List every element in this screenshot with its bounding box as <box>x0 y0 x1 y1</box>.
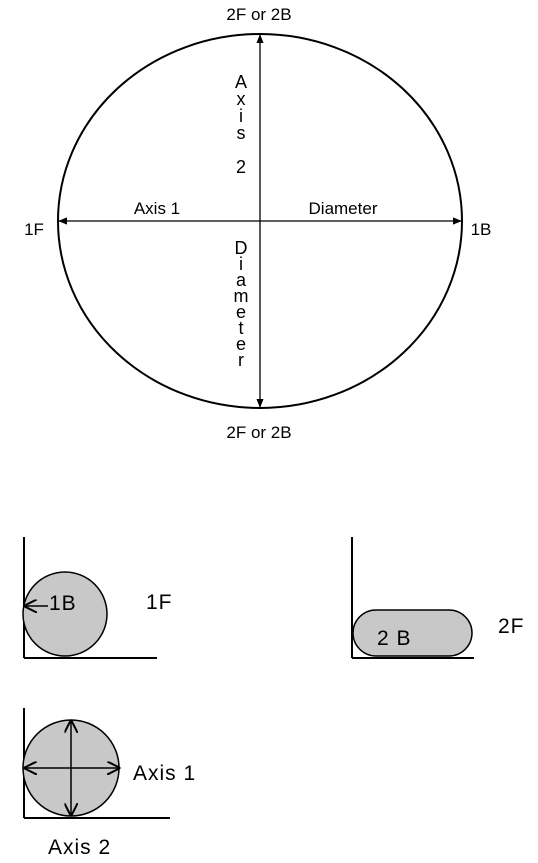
diameter-vertical-char: m <box>234 286 249 306</box>
top-label: 2F or 2B <box>226 5 291 24</box>
bottom-label: 2F or 2B <box>226 423 291 442</box>
diameter-vertical-label: Diameter <box>234 238 249 370</box>
panel-1F: 1B 1F <box>22 537 173 659</box>
panel-2F-inner-label: 2 B <box>377 627 412 650</box>
axis2-vertical-char: i <box>239 106 243 126</box>
panel-axes-axis1-label: Axis 1 <box>133 762 196 785</box>
panel-2F-capsule <box>352 609 473 657</box>
panel-1F-circle <box>22 571 108 657</box>
diameter-horizontal-label: Diameter <box>309 199 378 218</box>
diameter-vertical-char: D <box>235 238 248 258</box>
diameter-vertical-char: a <box>236 270 247 290</box>
ellipse-diagram: 2F or 2B 2F or 2B 1F 1B Axis 1 Diameter … <box>24 5 491 442</box>
axis2-vertical-char: A <box>235 72 247 92</box>
right-label: 1B <box>471 220 492 239</box>
panel-2F: 2 B 2F <box>351 537 525 659</box>
panel-1F-outer-label: 1F <box>146 591 173 614</box>
diameter-vertical-char: r <box>238 350 244 370</box>
left-label: 1F <box>24 220 44 239</box>
panel-axes-axis2-label: Axis 2 <box>48 836 111 859</box>
panel-2F-outer-label: 2F <box>498 615 525 638</box>
diameter-vertical-char: t <box>238 318 243 338</box>
panel-axes: Axis 1 Axis 2 <box>22 708 196 859</box>
diameter-vertical-char: i <box>239 254 243 274</box>
panel-1F-inner-label: 1B <box>49 592 77 615</box>
axis1-label: Axis 1 <box>134 199 180 218</box>
axis2-vertical-char: x <box>237 89 246 109</box>
axis2-vertical-char: 2 <box>236 157 246 177</box>
diameter-vertical-char: e <box>236 302 246 322</box>
axis2-vertical-label: Axis 2 <box>235 72 247 177</box>
diameter-vertical-char: e <box>236 334 246 354</box>
axis2-vertical-char: s <box>237 123 246 143</box>
outline-ellipse <box>57 33 463 409</box>
